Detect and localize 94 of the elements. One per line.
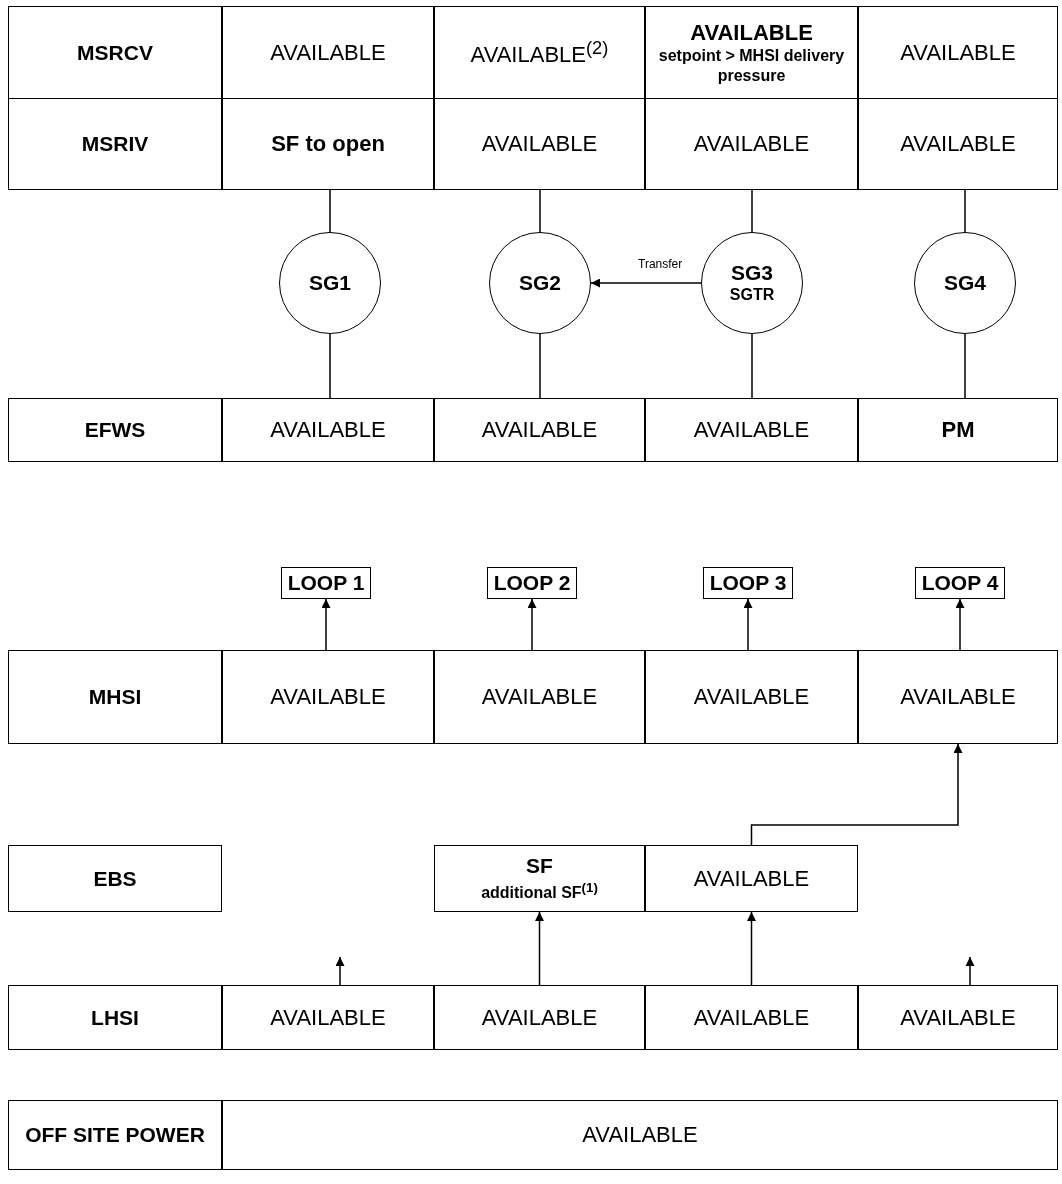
connector-line [751, 333, 753, 399]
steam-generator-label: SG1 [309, 271, 351, 295]
table-cell [645, 650, 858, 744]
table-cell [645, 398, 858, 462]
connector-line [964, 189, 966, 233]
arrow [527, 598, 537, 651]
row-label: EBS [93, 866, 137, 891]
status-label: AVAILABLE [900, 1004, 1016, 1031]
row-label: MSRCV [77, 40, 153, 65]
status-label: AVAILABLE [900, 131, 1016, 157]
table-cell [645, 985, 858, 1050]
status-label: AVAILABLE [693, 417, 810, 443]
connector-line [329, 189, 331, 233]
status-label: AVAILABLE [270, 417, 386, 443]
edge-label: Transfer [638, 257, 683, 271]
loop-label-box [915, 567, 1005, 599]
note-label: setpoint > MHSI delivery pressure [657, 45, 846, 86]
row-label-cell [8, 845, 222, 912]
table-cell [858, 98, 1058, 190]
table-cell [222, 98, 434, 190]
status-label: AVAILABLE [481, 417, 598, 443]
table-cell [222, 1100, 1058, 1170]
status-label: PM [941, 417, 975, 443]
table-cell [434, 845, 645, 912]
loop-label: LOOP 4 [921, 571, 999, 595]
status-label: AVAILABLE [693, 684, 810, 710]
status-label: AVAILABLE [690, 19, 813, 46]
status-label: AVAILABLE [693, 131, 810, 157]
status-label: AVAILABLE [693, 865, 810, 892]
table-cell [858, 398, 1058, 462]
table-cell [434, 398, 645, 462]
row-label-cell [8, 650, 222, 744]
table-cell [434, 650, 645, 744]
arrow [747, 911, 756, 986]
table-cell [858, 6, 1058, 99]
arrow [743, 598, 753, 651]
status-label: AVAILABLE [693, 1004, 810, 1031]
table-cell [858, 985, 1058, 1050]
connector-line [964, 333, 966, 399]
steam-generator-label: SG4 [944, 271, 986, 295]
status-label: SF to open [271, 131, 385, 157]
table-cell [222, 650, 434, 744]
connector-line [539, 189, 541, 233]
status-label: AVAILABLE [900, 684, 1016, 710]
arrow [321, 598, 331, 651]
table-cell [222, 398, 434, 462]
row-label-cell [8, 1100, 222, 1170]
loop-label: LOOP 3 [709, 571, 787, 595]
row-label-cell [8, 6, 222, 99]
row-label: OFF SITE POWER [25, 1123, 205, 1147]
status-label: SF [526, 853, 553, 878]
arrow [965, 956, 975, 986]
table-cell [222, 6, 434, 99]
status-label: AVAILABLE$^{(2)}$ [470, 36, 609, 69]
table-cell [645, 6, 858, 99]
loop-label: LOOP 2 [493, 571, 571, 595]
steam-generator-label: SG2 [519, 271, 561, 295]
row-label: LHSI [91, 1005, 139, 1030]
arrow [955, 598, 965, 651]
arrow [535, 911, 544, 986]
table-cell [434, 6, 645, 99]
row-label: MHSI [88, 685, 142, 709]
steam-generator-label: SG3 [731, 261, 773, 285]
row-label-cell [8, 398, 222, 462]
status-label: AVAILABLE [270, 684, 386, 710]
row-label-cell [8, 985, 222, 1050]
table-cell [434, 985, 645, 1050]
loop-label: LOOP 1 [287, 571, 365, 595]
status-label: AVAILABLE [582, 1122, 698, 1148]
status-label: AVAILABLE [481, 1004, 598, 1031]
row-label-cell [8, 98, 222, 190]
arrow [590, 278, 702, 288]
row-label: MSRIV [81, 132, 149, 156]
connector-line [751, 189, 753, 233]
connector-line [539, 333, 541, 399]
table-cell [645, 98, 858, 190]
status-label: AVAILABLE [900, 39, 1016, 66]
status-label: AVAILABLE [270, 1004, 386, 1031]
table-cell [858, 650, 1058, 744]
status-label: AVAILABLE [481, 684, 598, 710]
status-label: AVAILABLE [481, 131, 598, 157]
status-label: AVAILABLE [270, 39, 386, 66]
table-cell [645, 845, 858, 912]
loop-label-box [281, 567, 371, 599]
row-label: EFWS [84, 418, 146, 442]
arrow [335, 956, 345, 986]
table-cell [434, 98, 645, 190]
note-label: SGTR [729, 285, 775, 305]
loop-label-box [703, 567, 793, 599]
loop-label-box [487, 567, 577, 599]
table-cell [222, 985, 434, 1050]
connector-line [329, 333, 331, 399]
arrow [750, 743, 963, 846]
note-label: additional SF$^{(1)}$ [481, 878, 598, 904]
